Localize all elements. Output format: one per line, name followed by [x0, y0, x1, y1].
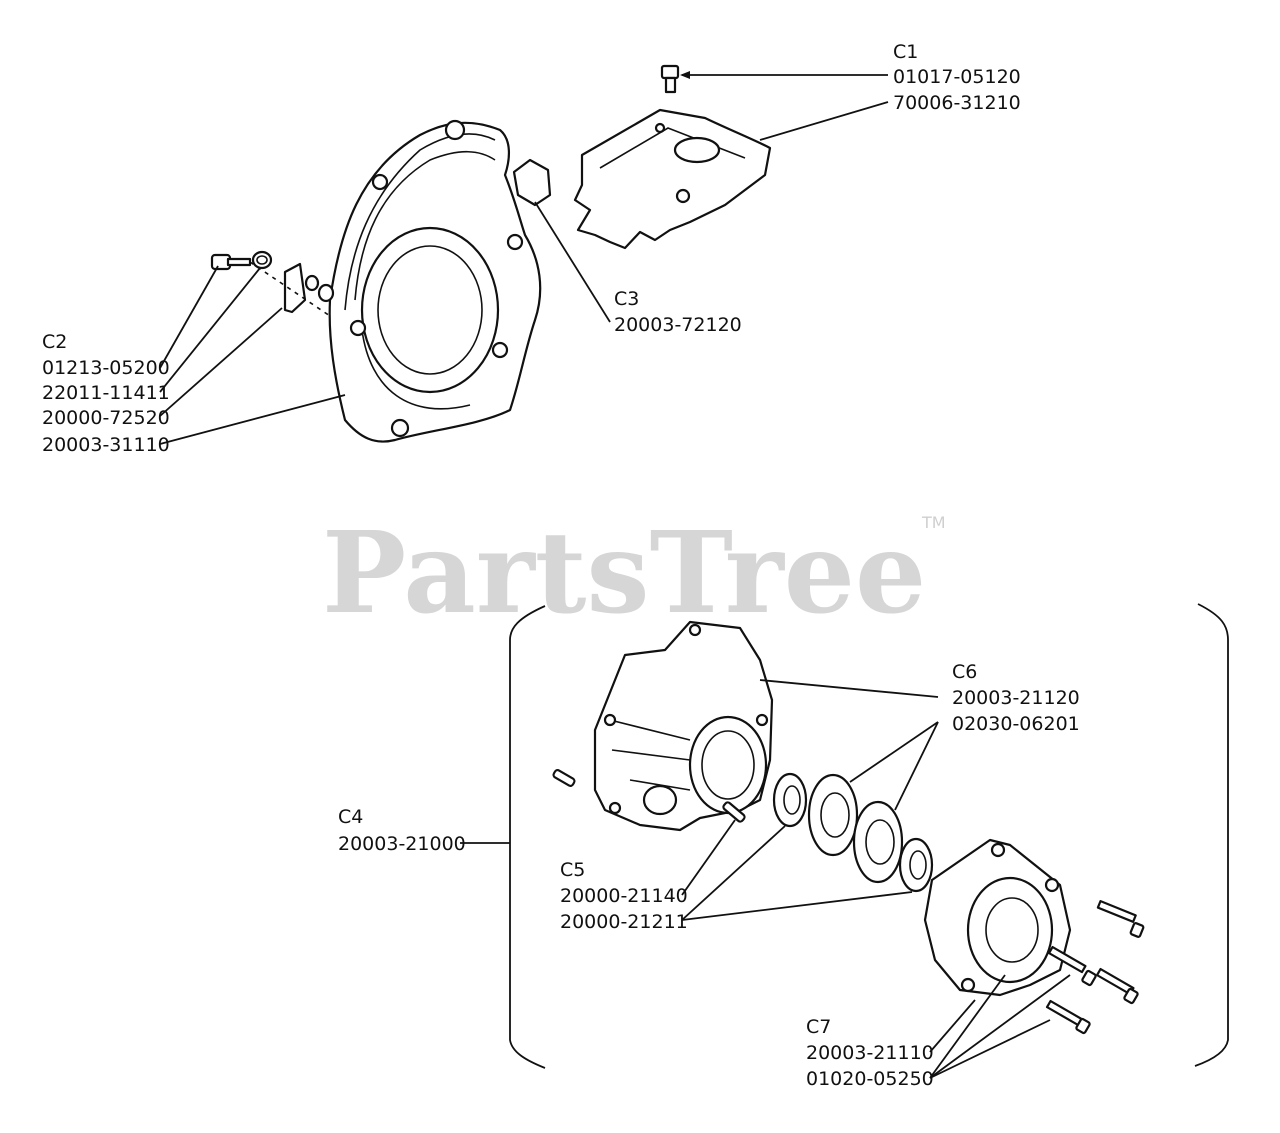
- c4-bracket-right: [1194, 603, 1229, 1067]
- c4-bracket-left: [509, 605, 546, 1069]
- crankcase-screws[interactable]: [1045, 900, 1145, 1035]
- callout-c5-part-2: 20000-21211: [560, 911, 688, 933]
- callout-c2-part-2: 22011-11411: [42, 382, 170, 404]
- callout-c7-part-2: 01020-05250: [806, 1068, 934, 1090]
- cover-pad[interactable]: [512, 158, 552, 207]
- callout-c2-part-3: 20000-72520: [42, 407, 170, 429]
- callout-c2-part-4: 20003-31110: [42, 434, 170, 456]
- callout-c3-id: C3: [614, 288, 639, 310]
- callout-c4-part-1: 20003-21000: [338, 833, 466, 855]
- crankcase-half-front[interactable]: [593, 620, 774, 832]
- callout-c2-part-1: 01213-05200: [42, 357, 170, 379]
- cylinder-cover[interactable]: [573, 108, 772, 250]
- cover-bolt[interactable]: [660, 64, 680, 94]
- oil-seal-1[interactable]: [772, 772, 808, 828]
- stop-switch-hardware[interactable]: [210, 250, 335, 317]
- callout-c1-id: C1: [893, 41, 918, 63]
- callout-c7-id: C7: [806, 1016, 831, 1038]
- callout-c4-id: C4: [338, 806, 363, 828]
- oil-seal-2[interactable]: [898, 837, 934, 893]
- callout-c5-id: C5: [560, 859, 585, 881]
- callout-c5-part-1: 20000-21140: [560, 885, 688, 907]
- watermark-brand: PartsTree: [322, 508, 926, 639]
- callout-c6-part-1: 20003-21120: [952, 687, 1080, 709]
- ball-bearing-2[interactable]: [852, 800, 904, 884]
- dowel-pin-2[interactable]: [722, 801, 746, 823]
- fan-housing[interactable]: [328, 119, 542, 443]
- callout-c3-part-1: 20003-72120: [614, 314, 742, 336]
- callout-c6-part-2: 02030-06201: [952, 713, 1080, 735]
- callout-c1-part-2: 70006-31210: [893, 92, 1021, 114]
- callout-c1-part-1: 01017-05120: [893, 66, 1021, 88]
- watermark-trademark: TM: [921, 513, 946, 532]
- ball-bearing-1[interactable]: [807, 773, 859, 857]
- dowel-pin-1[interactable]: [552, 769, 576, 787]
- crankcase-half-rear[interactable]: [923, 838, 1072, 997]
- callout-c7-part-1: 20003-21110: [806, 1042, 934, 1064]
- callout-c2-id: C2: [42, 331, 67, 353]
- callout-c6-id: C6: [952, 661, 977, 683]
- leader-lines: [159, 71, 1071, 1079]
